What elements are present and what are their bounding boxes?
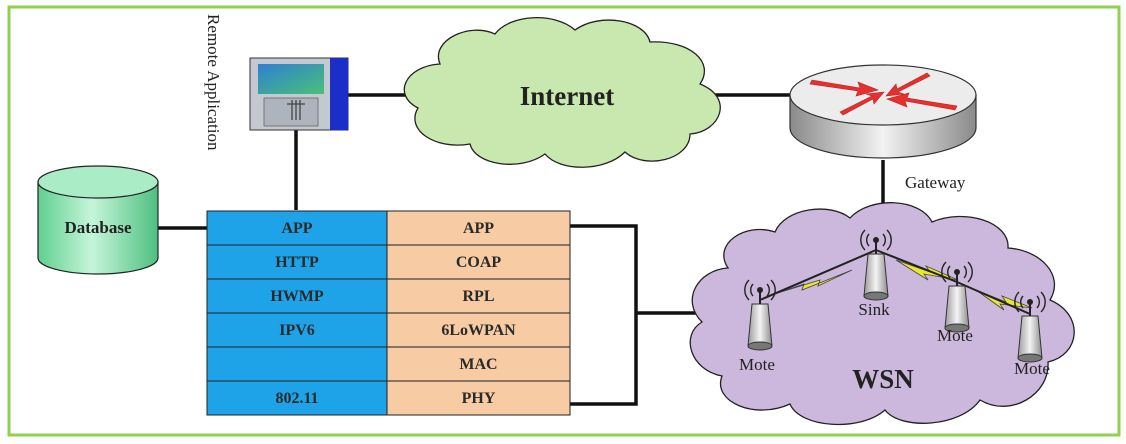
database-cylinder-icon — [37, 165, 159, 275]
mote-left-label: Mote — [739, 355, 775, 374]
stack-right-row-label: 6LoWPAN — [441, 322, 516, 339]
stack-left-row — [206, 210, 388, 246]
wsn-link-lines — [759, 249, 1031, 315]
gateway-label: Gateway — [905, 173, 966, 192]
stack-right-row-label: PHY — [462, 390, 496, 407]
stack-right-row-label: COAP — [456, 254, 502, 271]
stack-right-row-label: APP — [463, 220, 494, 237]
mote-right-label: Mote — [1014, 359, 1050, 378]
stack-right-row-label: MAC — [459, 356, 497, 373]
stack-right-row — [386, 312, 571, 348]
stack-left-row-label: HWMP — [270, 288, 324, 305]
stack-right-row — [386, 210, 571, 246]
stack-left-row-label: 802.11 — [275, 390, 318, 407]
stack-left-row — [206, 278, 388, 314]
internet-label: Internet — [520, 81, 614, 111]
stack-left-row — [206, 244, 388, 280]
sink-label: Sink — [858, 300, 890, 319]
protocol-stack-left: APP HTTP HWMP IPV6 802.11 — [206, 210, 388, 416]
stack-left-row-label: IPV6 — [279, 322, 315, 339]
router-icon — [789, 64, 977, 159]
stack-left-row — [206, 380, 388, 416]
stack-right-row — [386, 380, 571, 416]
stack-right-row — [386, 244, 571, 280]
wsn-cloud — [689, 202, 1075, 426]
stack-right-row — [386, 278, 571, 314]
remote-application-label: Remote Application — [204, 14, 223, 151]
stack-right-row-label: RPL — [463, 288, 495, 305]
database-label: Database — [64, 218, 132, 237]
stack-left-row — [206, 346, 388, 382]
computer-terminal-icon — [249, 57, 349, 131]
stack-left-row-label: HTTP — [275, 254, 319, 271]
internet-cloud — [403, 17, 721, 168]
stack-left-row-label: APP — [281, 220, 312, 237]
stack-right-row — [386, 346, 571, 382]
protocol-stack-right: APP COAP RPL 6LoWPAN MAC PHY — [386, 210, 571, 416]
wsn-label: WSN — [852, 364, 914, 394]
mote-middle-label: Mote — [937, 326, 973, 345]
diagram-frame — [7, 5, 1121, 437]
